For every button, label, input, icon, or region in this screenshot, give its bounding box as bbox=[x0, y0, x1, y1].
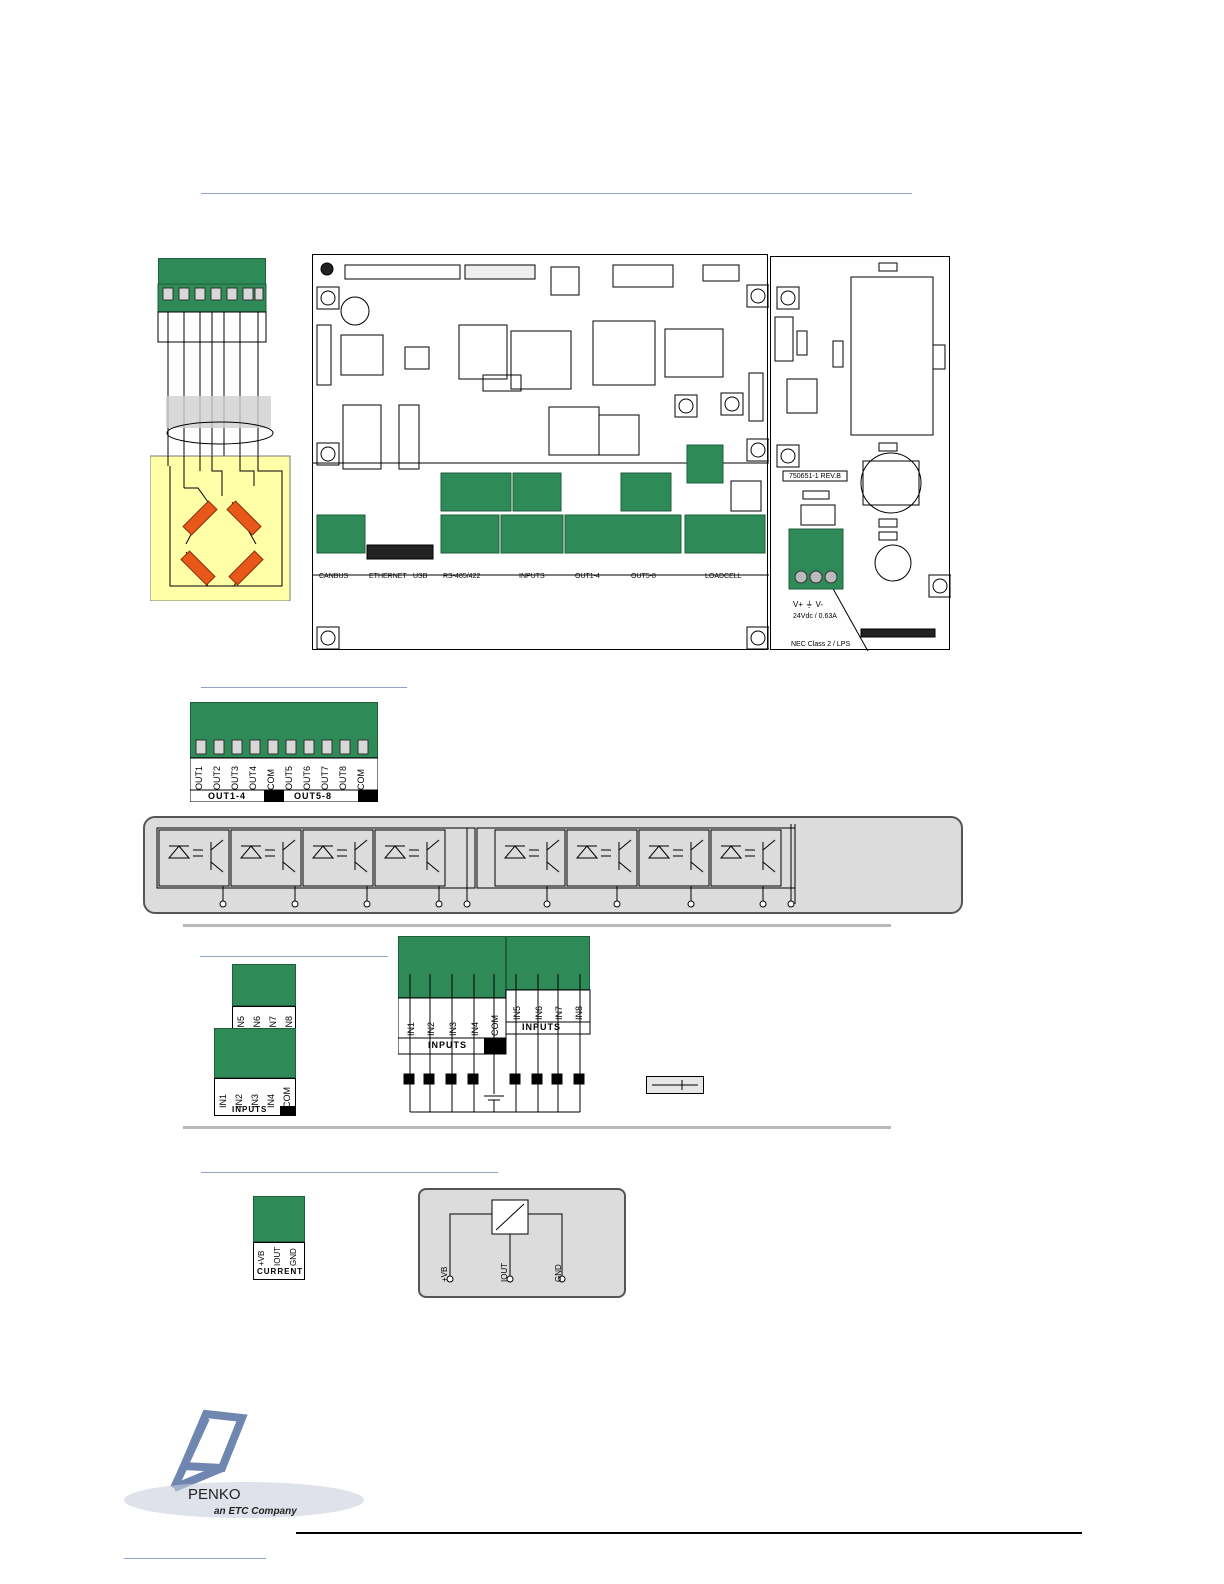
pcb-components-svg bbox=[313, 262, 769, 650]
current-footer: CURRENT bbox=[257, 1267, 304, 1276]
pcb-label-canbus: CANBUS bbox=[319, 573, 349, 580]
section-rule-outputs bbox=[201, 687, 407, 688]
loadcell-wiring-svg bbox=[150, 283, 291, 601]
optocoupler-svg bbox=[156, 824, 796, 908]
power-part-number: 750651-1 REV.B bbox=[789, 473, 841, 480]
section-rule-inputs bbox=[200, 956, 388, 957]
logo-brand: PENKO bbox=[188, 1486, 241, 1503]
header-rule bbox=[201, 193, 912, 194]
current-schematic: +VB IOUT GND bbox=[418, 1188, 626, 1298]
in-wired-left-footer: INPUTS bbox=[428, 1040, 468, 1050]
outputs-schematic bbox=[143, 816, 963, 914]
in-wired-label-com: COM bbox=[490, 1015, 500, 1036]
pcb-label-inputs: INPUTS bbox=[519, 573, 545, 580]
in-wired-label-5: IN5 bbox=[512, 1005, 522, 1020]
current-label-gnd: GND bbox=[289, 1248, 298, 1266]
inputs-small-footer: INPUTS bbox=[232, 1105, 268, 1114]
pcb-label-out1-4: OUT1-4 bbox=[575, 573, 600, 580]
pcb-label-loadcell: LOADCELL bbox=[705, 573, 742, 580]
current-label-iout: IOUT bbox=[273, 1246, 282, 1266]
power-board-svg bbox=[774, 262, 951, 651]
penko-logo: PENKO an ETC Company bbox=[114, 1408, 374, 1538]
inputs-small-top-terminal bbox=[232, 964, 296, 1006]
in-wired-label-8: IN8 bbox=[574, 1005, 584, 1020]
loadcell-diagram bbox=[150, 256, 292, 601]
power-label: V+ ⏚ V- bbox=[793, 600, 824, 609]
inputs-wired-right-terminal bbox=[506, 936, 590, 990]
in-wired-label-7: IN7 bbox=[554, 1005, 564, 1020]
out-label-1: OUT1 bbox=[194, 765, 204, 790]
power-board: V+ ⏚ V- 24Vdc / 0.63A NEC Class 2 / LPS … bbox=[770, 256, 951, 651]
outputs-group2: OUT5-8 bbox=[294, 791, 333, 801]
out-label-2: OUT2 bbox=[212, 765, 222, 790]
separator-2 bbox=[183, 1126, 891, 1129]
current-labelbox bbox=[253, 1242, 305, 1280]
footer-link-rule bbox=[124, 1558, 266, 1559]
outputs-terminal-block: OUT1 OUT2 OUT3 OUT4 COM OUT5 OUT6 OUT7 O… bbox=[190, 702, 378, 802]
inputs-small-bottom: IN1 IN2 IN3 IN4 COM INPUTS bbox=[214, 1028, 296, 1116]
current-terminal bbox=[253, 1196, 305, 1242]
current-schem-label-vb: +VB bbox=[440, 1266, 449, 1282]
current-schem-label-iout: IOUT bbox=[500, 1262, 509, 1282]
pcb-label-out5-8: OUT5-8 bbox=[631, 573, 656, 580]
out-label-8: OUT8 bbox=[338, 765, 348, 790]
in-wired-right-footer: INPUTS bbox=[522, 1022, 562, 1032]
pcb-label-usb: USB bbox=[413, 573, 428, 580]
in-wired-label-2: IN2 bbox=[426, 1021, 436, 1036]
in-small-label-com: COM bbox=[282, 1087, 292, 1108]
inputs-small-top: IN5 IN6 IN7 IN8 bbox=[232, 964, 296, 1034]
pcb-label-rs485: RS-485/422 bbox=[443, 573, 481, 580]
penko-logo-icon bbox=[124, 1409, 364, 1518]
inputs-wiring-svg bbox=[398, 974, 591, 1113]
logo-tagline: an ETC Company bbox=[214, 1506, 297, 1517]
in-small-label-4: IN4 bbox=[266, 1093, 276, 1108]
in-wired-label-6: IN6 bbox=[534, 1005, 544, 1020]
separator-1 bbox=[183, 924, 891, 927]
pushbutton-symbol bbox=[646, 1076, 704, 1094]
in-wired-label-3: IN3 bbox=[448, 1021, 458, 1036]
out-label-7: OUT7 bbox=[320, 765, 330, 790]
inputs-small-com-fill bbox=[280, 1106, 296, 1116]
out-label-5: OUT5 bbox=[284, 765, 294, 790]
power-nec: NEC Class 2 / LPS bbox=[791, 641, 851, 648]
current-label-vb: +VB bbox=[257, 1250, 266, 1266]
out-label-4: OUT4 bbox=[248, 765, 258, 790]
current-schematic-svg bbox=[446, 1199, 566, 1283]
out-label-6: OUT6 bbox=[302, 765, 312, 790]
footer-rule bbox=[296, 1532, 1082, 1534]
outputs-group1: OUT1-4 bbox=[208, 791, 247, 801]
current-terminal-block: +VB IOUT GND CURRENT bbox=[253, 1196, 305, 1280]
out-label-3: OUT3 bbox=[230, 765, 240, 790]
pcb-label-ethernet: ETHERNET bbox=[369, 573, 407, 580]
outputs-pins-svg bbox=[190, 739, 378, 802]
main-pcb: CANBUS ETHERNET USB RS-485/422 INPUTS OU… bbox=[312, 254, 769, 650]
out-label-com1: COM bbox=[266, 769, 276, 790]
section-rule-current bbox=[201, 1172, 498, 1173]
in-wired-label-1: IN1 bbox=[406, 1021, 416, 1036]
in-wired-label-4: IN4 bbox=[470, 1021, 480, 1036]
inputs-small-bottom-terminal bbox=[214, 1028, 296, 1078]
in-small-label-1: IN1 bbox=[218, 1093, 228, 1108]
current-schem-label-gnd: GND bbox=[554, 1264, 563, 1282]
power-rating: 24Vdc / 0.63A bbox=[793, 613, 837, 620]
out-label-com2: COM bbox=[356, 769, 366, 790]
inputs-wired: IN1 IN2 IN3 IN4 COM INPUTS IN5 IN6 IN7 I… bbox=[398, 934, 592, 1118]
